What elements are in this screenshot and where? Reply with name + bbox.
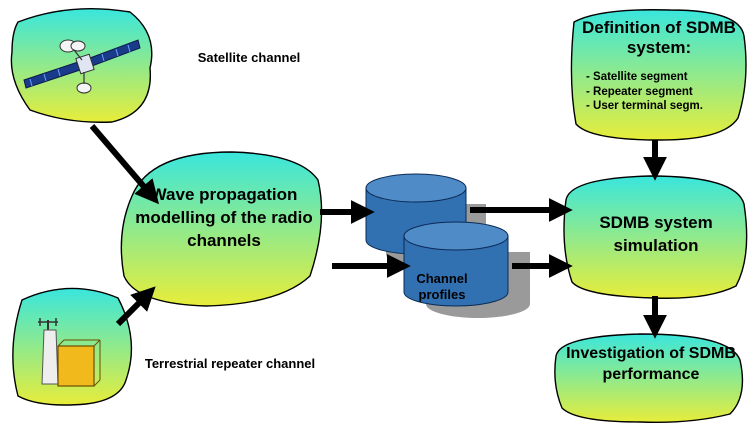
channel-database-cylinder-2 xyxy=(403,221,530,318)
arrow-satellite-to-wave xyxy=(89,124,160,205)
sdmb-definition-title: Definition of SDMB system: xyxy=(582,18,736,58)
sdmb-definition-list: - Satellite segment - Repeater segment -… xyxy=(586,70,703,114)
arrow-terrestrial-to-wave xyxy=(115,286,156,327)
satellite-channel-node xyxy=(10,7,153,123)
satellite-channel-label: Satellite channel xyxy=(197,50,301,65)
satellite-icon xyxy=(23,39,141,94)
definition-item-satellite: - Satellite segment xyxy=(586,71,688,83)
wave-propagation-label: Wave propagation modelling of the radio … xyxy=(135,185,313,250)
terrestrial-channel-node xyxy=(12,287,133,406)
definition-item-user-terminal: - User terminal segm. xyxy=(586,100,703,113)
investigation-node xyxy=(554,333,744,424)
channel-profiles-label: Channel profiles xyxy=(416,271,468,303)
investigation-label: Investigation of SDMB performance xyxy=(566,345,736,383)
sdmb-definition-node xyxy=(570,9,747,141)
definition-item-repeater: - Repeater segment xyxy=(586,85,693,98)
sdmb-simulation-label: SDMB system simulation xyxy=(599,213,713,255)
diagram-arrows xyxy=(89,124,667,339)
terrestrial-channel-label: Terrestrial repeater channel xyxy=(144,356,316,371)
repeater-tower-icon xyxy=(38,318,101,387)
wave-propagation-node xyxy=(120,151,323,307)
